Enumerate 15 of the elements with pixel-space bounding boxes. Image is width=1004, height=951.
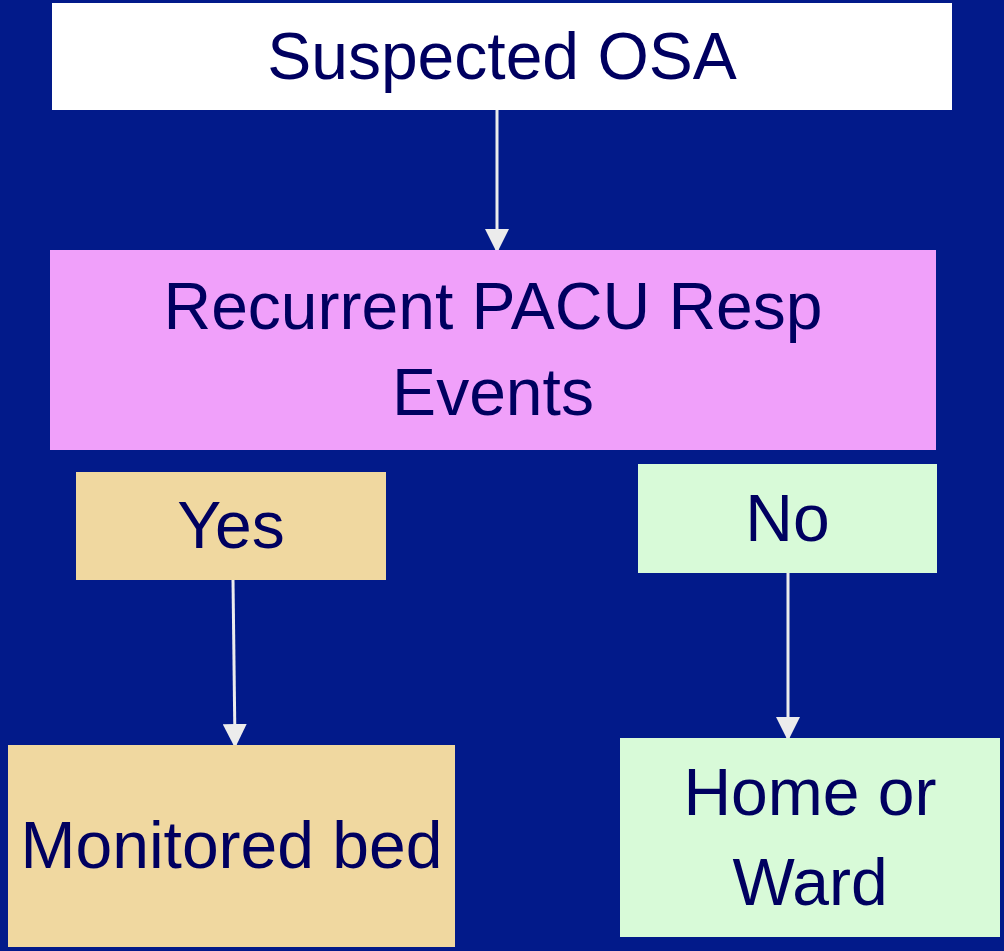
start-box (52, 3, 952, 110)
arrow (485, 110, 509, 253)
arrow (776, 573, 800, 741)
outcome-box (8, 745, 455, 947)
node-label: Suspected OSA (267, 18, 737, 95)
node-label: Monitored bed (20, 807, 443, 885)
node-label: Yes (177, 488, 285, 564)
node-label: Recurrent PACU Resp Events (162, 268, 824, 431)
node-label: No (745, 480, 830, 557)
decision-box (76, 472, 386, 580)
node-label: Home or Ward (682, 754, 938, 921)
process-box (50, 250, 936, 450)
decision-box (638, 464, 937, 573)
outcome-box (620, 738, 1000, 937)
arrow (222, 579, 247, 748)
